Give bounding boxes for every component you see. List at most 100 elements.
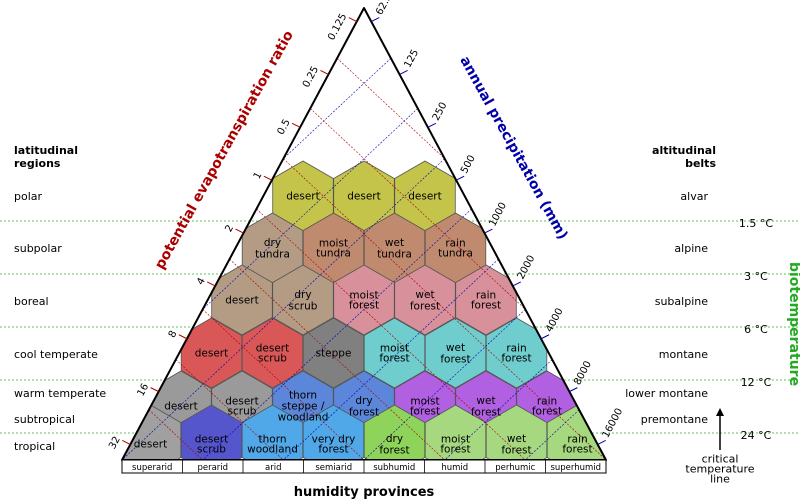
latitudinal-region-label: subpolar [14, 242, 62, 255]
life-zone-hex [394, 264, 456, 336]
humidity-province-label: semiarid [315, 463, 352, 473]
biotemperature-label: 24 °C [741, 429, 772, 442]
pet-tick-label: 2 [223, 223, 236, 234]
altitudinal-belt-label: subalpine [655, 295, 708, 308]
life-zone-hexagons [122, 160, 606, 460]
life-zone-label: desert [347, 191, 381, 203]
life-zone-label: desert [408, 191, 442, 203]
humidity-province-label: arid [265, 463, 281, 473]
life-zone-hex [302, 317, 365, 389]
altitudinal-belt-label: lower montane [625, 387, 708, 400]
precip-tick-label: 8000 [572, 359, 594, 387]
life-zone-hex [424, 317, 487, 389]
humidity-province-label: superhumid [550, 463, 601, 473]
life-zone-hex [424, 404, 487, 460]
pet-tick-label: 4 [195, 276, 208, 287]
humidity-province-label: perhumic [495, 463, 535, 473]
biotemperature-label: 1.5 °C [739, 217, 773, 230]
altitudinal-belt-label: montane [659, 348, 708, 361]
life-zone-label: desert [195, 348, 229, 360]
pet-tick-label: 0.5 [276, 118, 293, 137]
life-zone-hex [241, 404, 304, 460]
humidity-province-label: superarid [132, 463, 172, 473]
pet-tick-label: 0.125 [326, 12, 349, 42]
life-zone-label: steppe [316, 348, 352, 360]
biotemperature-label: 3 °C [744, 270, 768, 283]
humidity-province-bar: superarid perarid arid semiarid subhumid humi… [121, 459, 607, 474]
altitudinal-belt-label: alvar [680, 190, 708, 203]
axis-grid-lines [122, 58, 606, 460]
humidity-province-label: humid [441, 463, 468, 473]
precip-tick-label: 62.5 [374, 0, 394, 17]
life-zone-label: desert [134, 439, 168, 451]
life-zone-hex [363, 404, 426, 460]
humidity-province-label: perarid [197, 463, 228, 473]
pet-tick-label: 16 [136, 382, 152, 398]
humidity-provinces-title: humidity provinces [294, 485, 435, 500]
life-zone-hex [241, 317, 304, 389]
precip-tick-label: 125 [403, 48, 422, 70]
precip-tick-label: 16000 [601, 407, 626, 440]
precip-tick-label: 500 [459, 154, 478, 176]
precip-tick-label: 2000 [516, 254, 538, 282]
latitudinal-region-label: polar [14, 190, 43, 203]
arrow-head-icon [716, 408, 724, 416]
pet-tick-label: 1 [252, 170, 265, 181]
latitudinal-region-label: cool temperate [14, 348, 98, 361]
biotemperature-label: 6 °C [744, 323, 768, 336]
life-zone-hex [333, 264, 395, 336]
pet-tick-label: 32 [107, 435, 123, 451]
life-zone-label: desert [286, 191, 320, 203]
latitudinal-region-label: boreal [14, 295, 49, 308]
latitudinal-region-label: warm temperate [14, 387, 106, 400]
precip-tick-label: 250 [431, 101, 450, 123]
precip-tick-label: 4000 [544, 307, 566, 335]
biotemperature-axis-title: biotemperature [786, 262, 800, 386]
life-zone-hex [272, 264, 334, 336]
precip-tick-label: 1000 [487, 201, 509, 229]
biotemperature-label: 12 °C [741, 376, 772, 389]
humidity-province-label: subhumid [373, 463, 415, 473]
altitudinal-belt-label: premontane [641, 413, 708, 426]
latitudinal-region-label: tropical [14, 440, 55, 453]
pet-tick-label: 8 [167, 329, 180, 340]
life-zone-hex [363, 317, 426, 389]
latitudinal-region-label: subtropical [14, 413, 75, 426]
altitudinal-belt-label: alpine [674, 242, 708, 255]
life-zone-label: desert [225, 295, 259, 307]
life-zone-hex [302, 404, 365, 460]
pet-tick-label: 0.25 [301, 65, 321, 90]
life-zone-label: desert [164, 401, 198, 413]
